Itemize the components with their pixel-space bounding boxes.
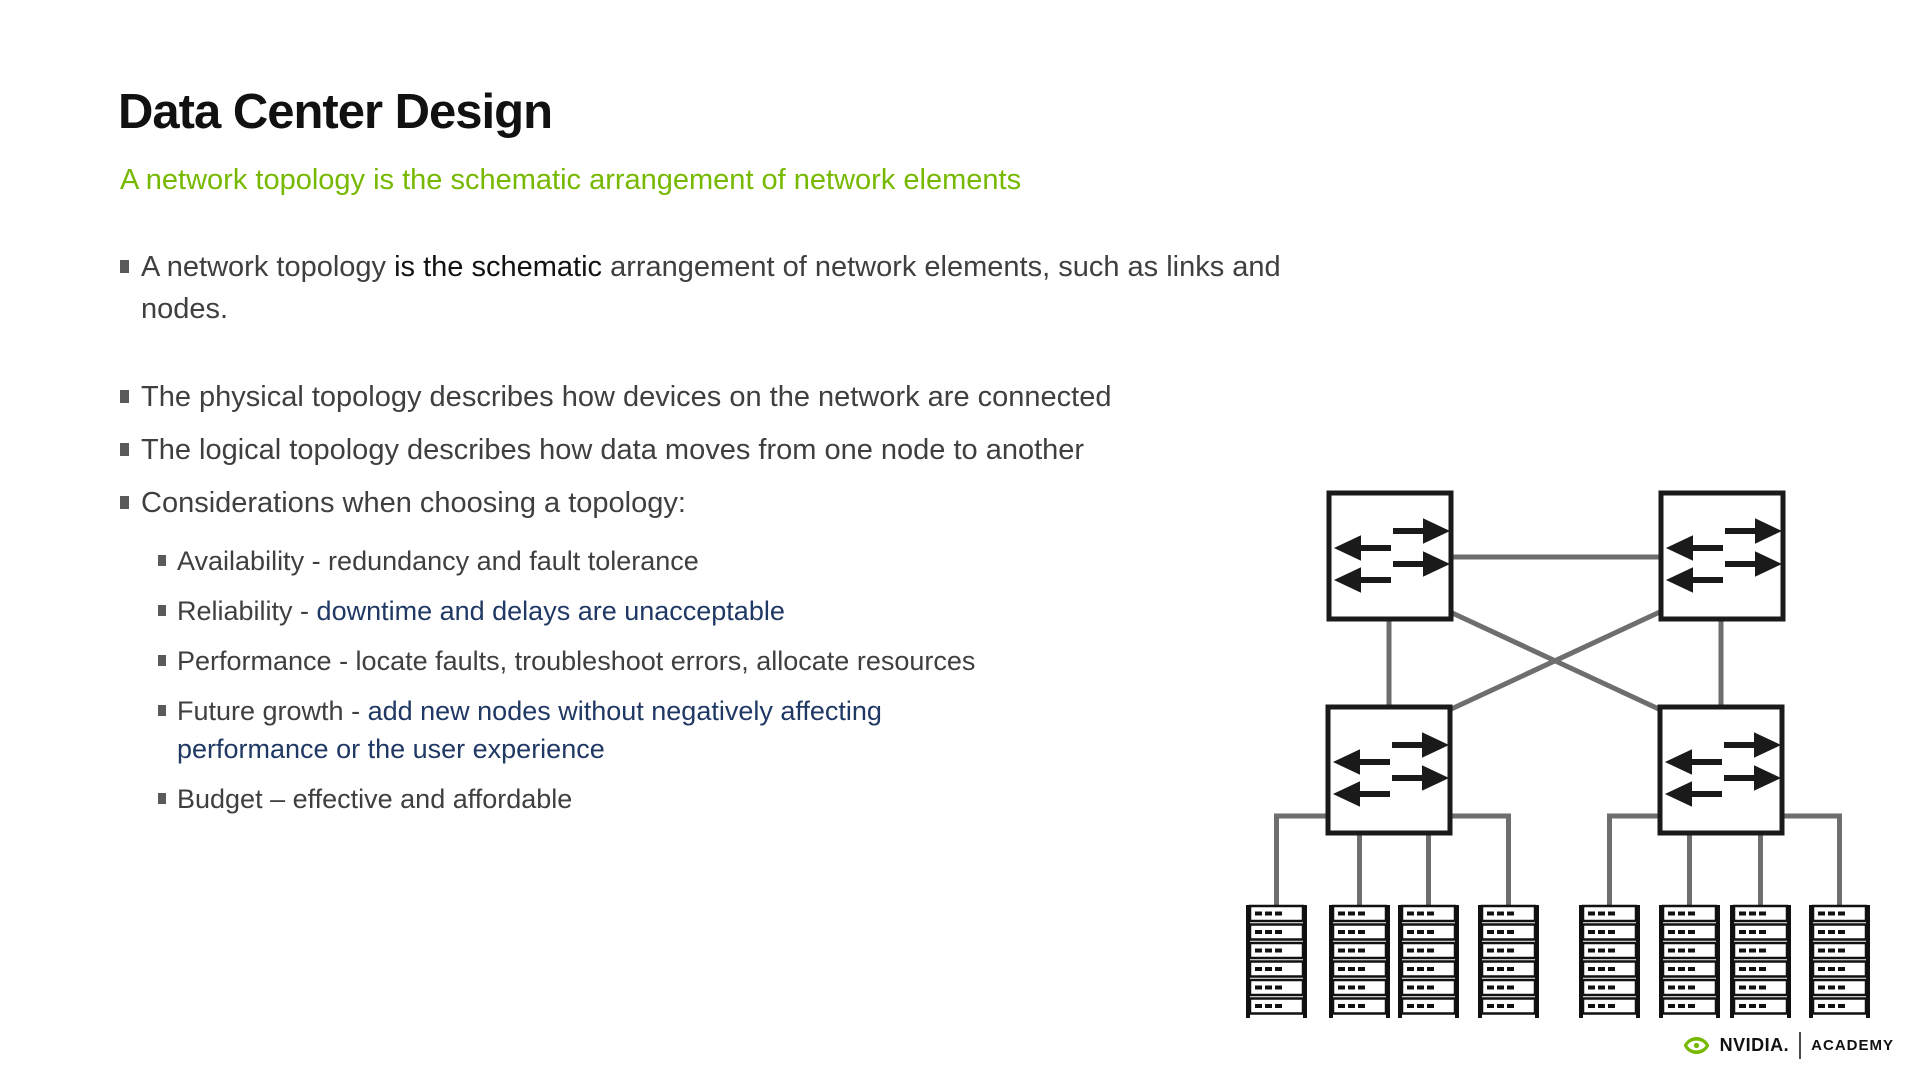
leaf-switch-2-icon — [1660, 707, 1782, 833]
bullet-text-line2: nodes. — [141, 293, 229, 325]
bullet-square-icon — [158, 655, 166, 666]
bullet-logical-topology: The logical topology describes how data … — [120, 429, 1084, 471]
academy-label: ACADEMY — [1811, 1036, 1894, 1054]
sub-bullet-text: Future growth - add new nodes without ne… — [177, 692, 882, 768]
spine-switch-2-icon — [1661, 493, 1783, 619]
bullet-text: Considerations when choosing a topology: — [141, 487, 686, 519]
bullet-square-icon — [120, 443, 129, 456]
bullet-square-icon — [158, 705, 166, 716]
nvidia-wordmark: NVIDIA. — [1719, 1034, 1790, 1055]
leaf-switch-1-icon — [1328, 707, 1450, 833]
sub-bullet-text: Reliability - downtime and delays are un… — [177, 592, 785, 630]
bullet-square-icon — [120, 390, 129, 403]
server-rack-icon — [1398, 903, 1459, 1020]
sub-bullet-detail: add new nodes without negatively affecti… — [367, 696, 882, 726]
sub-bullet-future-growth: Future growth - add new nodes without ne… — [158, 692, 1258, 768]
sub-bullet-text: Availability - redundancy and fault tole… — [177, 546, 699, 576]
server-rack-icon — [1659, 903, 1720, 1020]
link-leaf2-server5 — [1607, 813, 1660, 905]
server-rack-icon — [1809, 903, 1870, 1020]
sub-bullet-label: Future growth - — [177, 696, 368, 726]
bullet-square-icon — [158, 793, 166, 804]
sub-bullet-text: Performance - locate faults, troubleshoo… — [177, 646, 976, 676]
bullet-text-segment: A network topology — [141, 251, 395, 283]
sub-bullet-performance: Performance - locate faults, troubleshoo… — [158, 642, 1258, 680]
bullet-square-icon — [158, 555, 166, 566]
sub-bullet-label: Reliability - — [177, 596, 317, 626]
sub-bullet-detail-line2: performance or the user experience — [177, 734, 605, 764]
nvidia-eye-icon — [1683, 1036, 1709, 1054]
footer-brand-bar: NVIDIA. ACADEMY — [1683, 1028, 1894, 1062]
sub-bullet-reliability: Reliability - downtime and delays are un… — [158, 592, 1258, 630]
bullet-text-segment: arrangement of network elements, such as… — [602, 251, 1281, 283]
bullet-text: The physical topology describes how devi… — [141, 381, 1112, 413]
link-spine2-leaf1 — [1445, 608, 1664, 714]
sub-bullet-text: Budget – effective and affordable — [177, 784, 573, 814]
sub-bullet-availability: Availability - redundancy and fault tole… — [158, 542, 1258, 580]
footer-divider — [1799, 1031, 1802, 1059]
bullet-square-icon — [120, 260, 129, 273]
link-leaf1-server4 — [1450, 813, 1511, 905]
network-links — [1274, 554, 1842, 905]
sub-bullet-list: Availability - redundancy and fault tole… — [158, 542, 1258, 830]
server-rack-icon — [1579, 903, 1640, 1020]
server-rack-icon — [1246, 903, 1307, 1020]
slide-subtitle: A network topology is the schematic arra… — [120, 164, 1022, 196]
spine-switch-1-icon — [1329, 493, 1451, 619]
bullet-physical-topology: The physical topology describes how devi… — [120, 376, 1111, 418]
page-title: Data Center Design — [118, 85, 553, 139]
bullet-considerations: Considerations when choosing a topology: — [120, 482, 686, 524]
server-rack-icon — [1478, 903, 1539, 1020]
bullet-text: A network topology is the schematic arra… — [141, 246, 1281, 330]
bullet-network-topology: A network topology is the schematic arra… — [120, 246, 1281, 330]
bullet-text-segment-emphasis: is the schematic — [394, 251, 603, 283]
link-leaf2-server8 — [1780, 813, 1842, 905]
bullet-text: The logical topology describes how data … — [141, 434, 1085, 466]
sub-bullet-budget: Budget – effective and affordable — [158, 780, 1258, 818]
server-rack-icon — [1730, 903, 1791, 1020]
bullet-square-icon — [120, 496, 129, 509]
server-rack-icon — [1329, 903, 1390, 1020]
sub-bullet-detail: downtime and delays are unacceptable — [316, 596, 785, 626]
bullet-square-icon — [158, 605, 166, 616]
link-leaf1-server1 — [1274, 813, 1328, 905]
